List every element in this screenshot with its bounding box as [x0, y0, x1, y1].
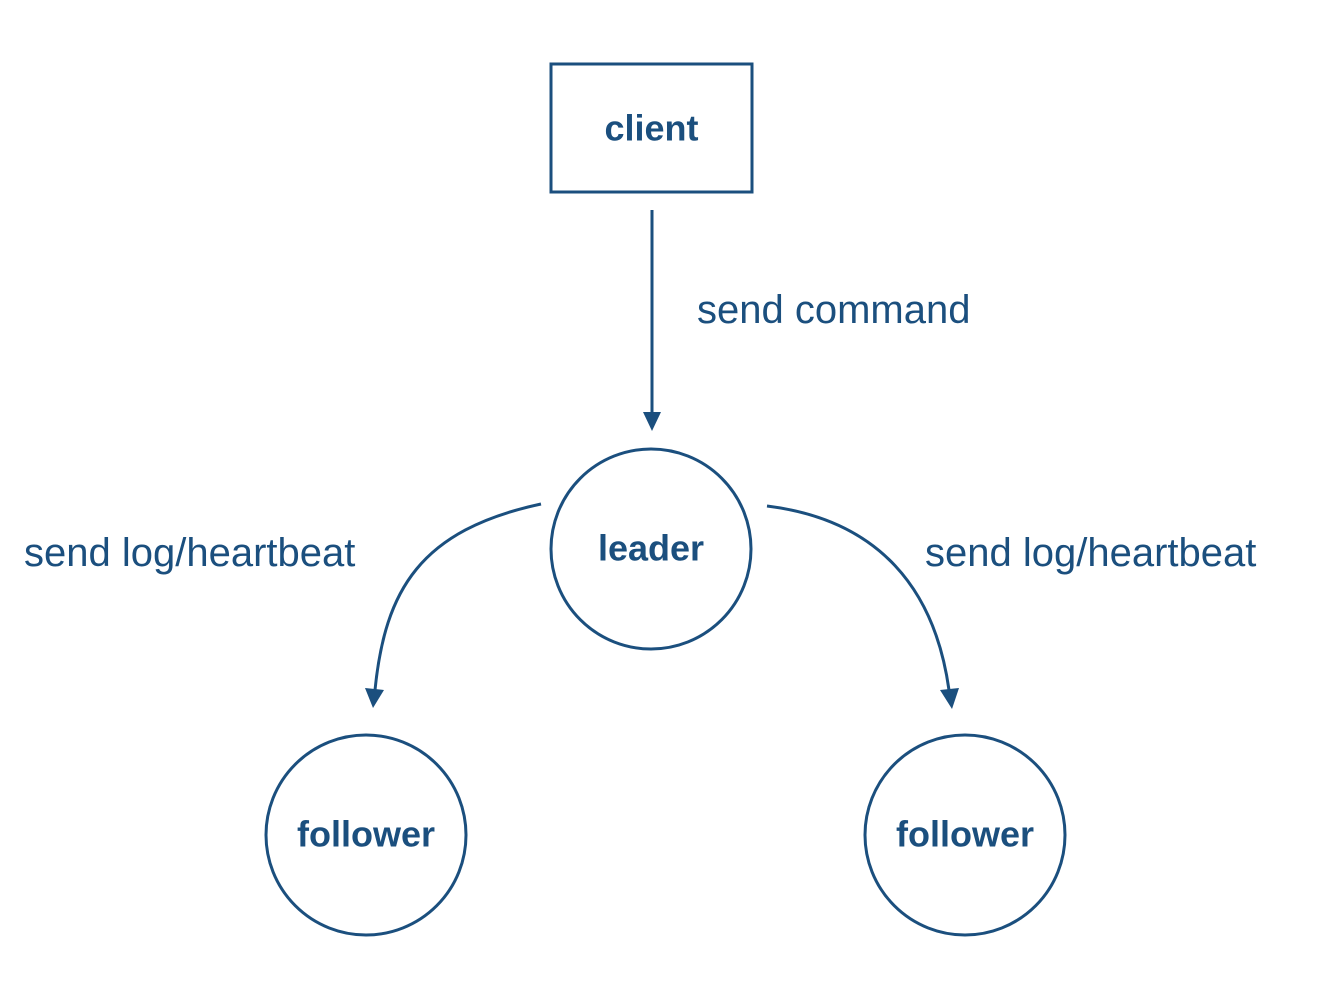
- leader-to-follower-right-curve: [766, 504, 951, 691]
- follower-left-circle: [264, 733, 468, 937]
- edge-leader-to-follower-right: send log/heartbeat: [766, 504, 1256, 709]
- follower-left-label: follower: [297, 814, 435, 855]
- follower-right-label: follower: [896, 814, 1034, 855]
- client-label: client: [604, 108, 698, 149]
- leader-node: leader: [549, 447, 753, 651]
- leader-label: leader: [598, 528, 704, 569]
- edge-leader-to-follower-left: send log/heartbeat: [24, 502, 542, 708]
- send-log-heartbeat-right-label: send log/heartbeat: [925, 531, 1256, 575]
- leader-circle: [549, 447, 753, 651]
- client-node: client: [549, 62, 754, 194]
- edge-client-to-leader: send command: [643, 210, 970, 431]
- follower-right-node: follower: [863, 733, 1067, 937]
- follower-right-circle: [863, 733, 1067, 937]
- leader-to-follower-left-curve: [373, 502, 542, 691]
- client-box: [549, 62, 754, 194]
- leader-to-follower-left-arrowhead: [365, 688, 384, 708]
- send-command-label: send command: [697, 288, 970, 332]
- follower-left-node: follower: [264, 733, 468, 937]
- send-log-heartbeat-left-label: send log/heartbeat: [24, 531, 355, 575]
- leader-to-follower-right-arrowhead: [940, 688, 959, 709]
- client-to-leader-arrowhead: [643, 412, 661, 431]
